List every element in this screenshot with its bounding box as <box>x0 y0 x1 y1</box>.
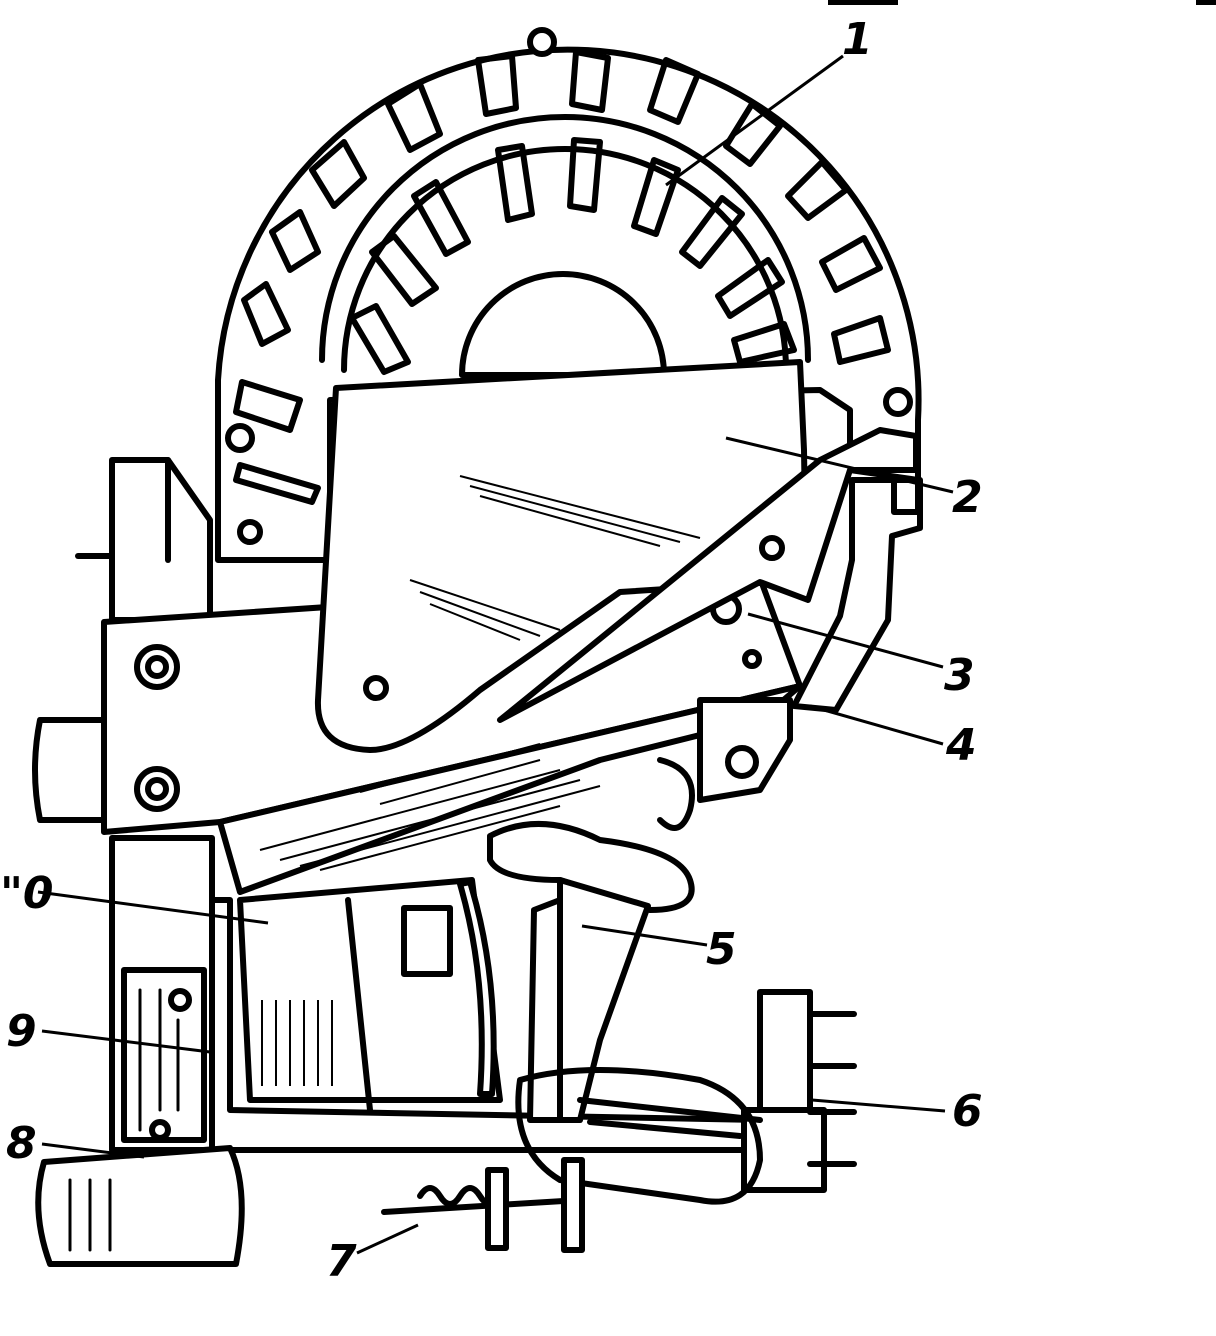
spring-adjuster <box>381 1157 585 1253</box>
vertical-frame <box>109 835 215 1153</box>
release-handle <box>487 820 695 1123</box>
brake-drum <box>215 27 922 563</box>
lever-hatching <box>259 743 601 871</box>
brake-shoe <box>314 359 919 753</box>
shoe-hatching <box>409 475 701 641</box>
leader-lines <box>37 54 954 1255</box>
outer-slots <box>233 49 891 505</box>
callout-2: 2 <box>952 472 983 523</box>
callout-3: 3 <box>944 650 975 701</box>
callout-5: 5 <box>706 924 737 975</box>
scan-artifact <box>1196 0 1216 5</box>
right-link <box>657 477 923 831</box>
callout-7: 7 <box>326 1236 357 1287</box>
callout-9: 9 <box>6 1006 37 1057</box>
callout-10: "0 <box>0 868 54 919</box>
microswitch <box>515 989 857 1205</box>
coil-hatching <box>261 1000 333 1086</box>
left-bracket <box>32 457 213 823</box>
callout-8: 8 <box>6 1118 37 1169</box>
callout-4: 4 <box>945 720 977 771</box>
callout-labels: 1 2 3 4 5 6 7 8 9 "0 <box>0 14 983 1287</box>
electromagnet-coil <box>237 877 503 1113</box>
callout-6: 6 <box>952 1086 983 1137</box>
scan-artifact <box>828 0 898 5</box>
callout-1: 1 <box>842 14 873 65</box>
inner-fins <box>349 137 797 375</box>
